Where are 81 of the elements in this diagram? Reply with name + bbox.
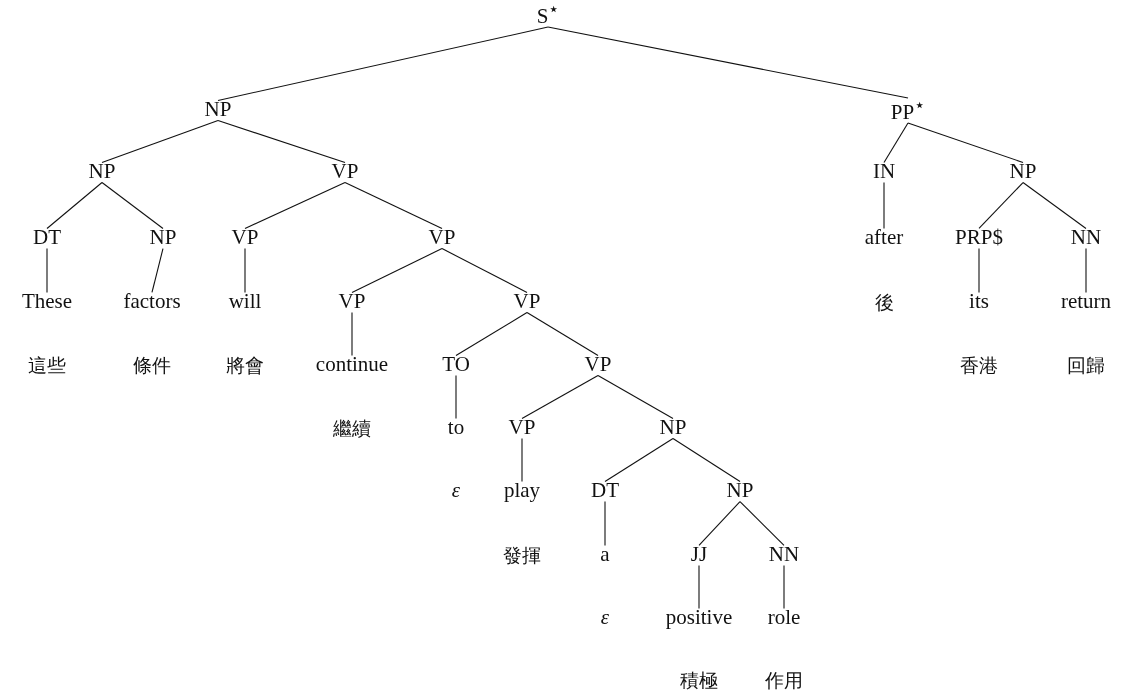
tree-node-label: VP (513, 290, 541, 314)
tree-branch-line (217, 120, 346, 163)
tree-branch-line (597, 375, 674, 419)
tree-node-label: IN (872, 160, 896, 184)
tree-branch-line (604, 501, 606, 546)
tree-branch-line (455, 312, 528, 356)
tree-node-label: continue (315, 353, 389, 377)
tree-branch-line (672, 438, 741, 482)
tree-branch-line (101, 120, 219, 163)
tree-branch-line (1085, 248, 1087, 293)
tree-branch-line (521, 375, 599, 419)
chinese-word: 將會 (226, 354, 264, 376)
tree-node-label: TO (442, 353, 470, 377)
tree-branch-line (698, 501, 741, 546)
tree-branch-line (521, 438, 523, 482)
chinese-word: 這些 (28, 354, 66, 376)
tree-branch-line (547, 26, 909, 99)
epsilon-symbol: ε (600, 606, 610, 630)
tree-node-label: VP (508, 416, 536, 440)
tree-node-label: VP (331, 160, 359, 184)
tree-node-label: NP (726, 479, 754, 503)
tree-node-label: PP$^{⋆}$ (890, 95, 926, 125)
tree-node-label: DT (33, 226, 61, 250)
tree-node-label: factors (123, 290, 181, 314)
tree-node-label: NP (204, 98, 232, 122)
tree-node-label: VP (584, 353, 612, 377)
tree-node-label: These (21, 290, 73, 314)
tree-node-label: DT (591, 479, 619, 503)
tree-branch-line (783, 565, 785, 609)
tree-node-label: a (600, 543, 610, 567)
tree-branch-line (883, 182, 885, 229)
tree-node-label: S$^{⋆}$ (536, 0, 560, 29)
tree-branch-line (604, 438, 674, 482)
tree-branch-line (46, 182, 103, 229)
tree-node-label: NP (659, 416, 687, 440)
tree-branch-line (351, 248, 443, 293)
tree-node-label: will (228, 290, 262, 314)
tree-branch-line (244, 248, 246, 293)
epsilon-symbol: ε (451, 479, 461, 503)
tree-node-label: its (969, 290, 989, 314)
tree-node-label: NN (768, 543, 800, 567)
chinese-word: 發揮 (503, 544, 541, 566)
tree-node-label: PRP$ (955, 226, 1003, 250)
tree-branch-line (441, 248, 528, 293)
tree-node-label: role (767, 606, 801, 630)
tree-branch-line (344, 182, 443, 229)
tree-branch-line (46, 248, 48, 293)
chinese-word: 條件 (133, 354, 171, 376)
chinese-word: 積極 (680, 669, 718, 691)
tree-branch-line (883, 122, 909, 163)
chinese-word: 回歸 (1067, 354, 1105, 376)
tree-branch-line (978, 182, 1024, 229)
tree-branch-line (217, 26, 549, 101)
tree-node-label: VP (428, 226, 456, 250)
chinese-word: 後 (874, 291, 894, 313)
chinese-word: 香港 (960, 354, 998, 376)
tree-node-label: NP (149, 226, 177, 250)
tree-node-label: VP (338, 290, 366, 314)
tree-node-label: VP (231, 226, 259, 250)
chinese-word: 繼續 (333, 417, 371, 439)
tree-branch-line (351, 312, 353, 356)
tree-node-label: return (1060, 290, 1112, 314)
tree-node-label: after (864, 226, 904, 250)
tree-node-label: JJ (690, 543, 708, 567)
tree-branch-line (978, 248, 980, 293)
tree-branch-line (907, 122, 1024, 163)
tree-node-label: NP (1009, 160, 1037, 184)
tree-branch-line (739, 501, 785, 546)
tree-branch-line (698, 565, 700, 609)
tree-branch-line (101, 182, 164, 229)
tree-branch-line (151, 248, 164, 293)
tree-branch-line (1022, 182, 1087, 229)
tree-node-label: to (447, 416, 465, 440)
tree-node-label: NN (1070, 226, 1102, 250)
tree-node-label: NP (88, 160, 116, 184)
tree-branch-line (455, 375, 457, 419)
tree-node-label: play (503, 479, 541, 503)
chinese-word: 作用 (765, 669, 803, 691)
tree-node-label: positive (665, 606, 733, 630)
tree-branch-line (526, 312, 599, 356)
tree-branch-line (244, 182, 346, 229)
